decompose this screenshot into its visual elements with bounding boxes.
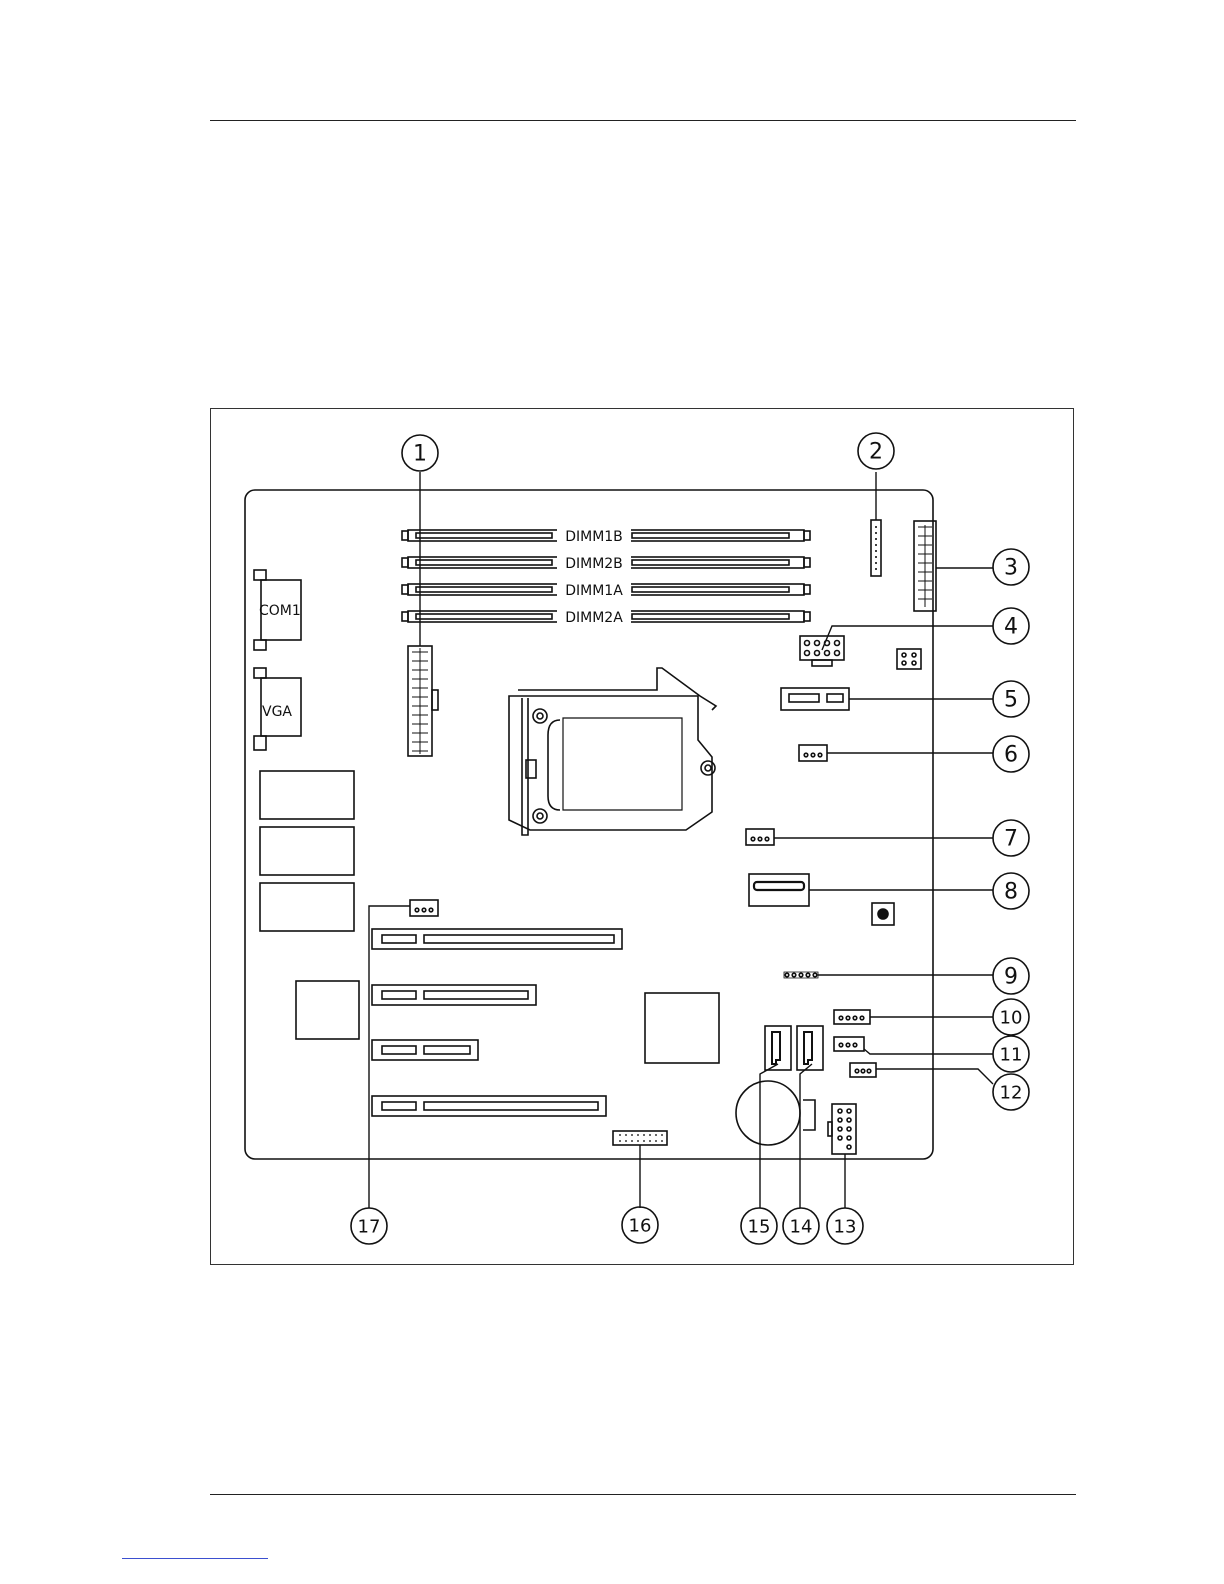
dimm-label-2a: DIMM2A xyxy=(565,610,623,626)
rear-io-block-1 xyxy=(260,771,354,819)
pcie-slot-1 xyxy=(372,929,622,949)
pcie-slot-4 xyxy=(372,1096,606,1116)
callout-number-2: 2 xyxy=(869,440,883,465)
board-switch xyxy=(872,903,894,925)
vertical-header xyxy=(871,520,881,576)
callout-number-12: 12 xyxy=(1000,1083,1023,1104)
callout-number-14: 14 xyxy=(790,1217,813,1238)
header-11 xyxy=(834,1037,864,1051)
fan-header-6 xyxy=(799,745,827,761)
callout-number-16: 16 xyxy=(629,1216,652,1237)
cpu-power-connector xyxy=(800,636,844,666)
fan-header-17 xyxy=(410,900,438,916)
callout-number-4: 4 xyxy=(1004,615,1018,640)
pcie-slots xyxy=(372,929,622,1116)
slot-connector-5 xyxy=(781,688,849,710)
rear-io-block-3 xyxy=(260,883,354,931)
callout-number-8: 8 xyxy=(1004,880,1018,905)
sata-connector-14 xyxy=(797,1026,823,1070)
header-16 xyxy=(613,1131,667,1145)
usb-header-13 xyxy=(828,1104,856,1154)
fan-header-7 xyxy=(746,829,774,845)
small-header-9 xyxy=(784,972,818,978)
header-10 xyxy=(834,1010,870,1024)
vga-label: VGA xyxy=(262,704,292,720)
small-pin-block xyxy=(897,649,921,669)
com1-label: COM1 xyxy=(259,603,301,619)
callout-number-6: 6 xyxy=(1004,743,1018,768)
cpu-socket xyxy=(509,668,716,835)
header-12 xyxy=(850,1063,876,1077)
battery xyxy=(736,1081,815,1145)
dimm-label-1b: DIMM1B xyxy=(565,529,623,545)
callout-number-1: 1 xyxy=(413,442,427,467)
callout-number-15: 15 xyxy=(748,1217,771,1238)
sata-connector-15 xyxy=(765,1026,791,1070)
dimm-label-2b: DIMM2B xyxy=(565,556,623,572)
leader-lines xyxy=(369,472,993,1208)
rear-io-block-2 xyxy=(260,827,354,875)
pcie-slot-3 xyxy=(372,1040,478,1060)
callout-number-17: 17 xyxy=(358,1217,381,1238)
main-power-connector xyxy=(408,646,438,756)
wide-connector-8 xyxy=(749,874,809,906)
chip-left xyxy=(296,981,359,1039)
callout-number-5: 5 xyxy=(1004,688,1018,713)
callout-number-11: 11 xyxy=(1000,1045,1023,1066)
callout-number-7: 7 xyxy=(1004,827,1018,852)
callout-number-10: 10 xyxy=(1000,1008,1023,1029)
chipset xyxy=(645,993,719,1063)
dimm-label-1a: DIMM1A xyxy=(565,583,623,599)
callout-number-9: 9 xyxy=(1004,965,1018,990)
callout-number-13: 13 xyxy=(834,1217,857,1238)
pcie-slot-2 xyxy=(372,985,536,1005)
callout-number-3: 3 xyxy=(1004,556,1018,581)
